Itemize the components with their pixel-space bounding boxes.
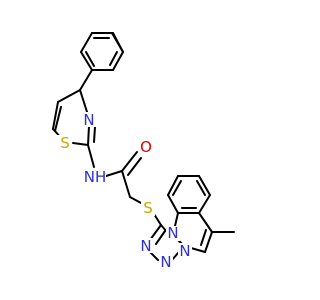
molecule-diagram: S N NH O S N N N N xyxy=(52,32,235,271)
bond xyxy=(80,51,93,71)
bond xyxy=(87,125,90,146)
bond xyxy=(87,144,95,168)
bond xyxy=(155,230,166,245)
bond xyxy=(79,89,89,116)
bond xyxy=(105,170,123,177)
bond xyxy=(80,32,93,53)
bond xyxy=(200,229,207,246)
atom-labels: S N NH O S N N N N xyxy=(57,111,192,271)
triazole-nitrogen-4-label: N xyxy=(179,242,190,260)
bond xyxy=(172,180,182,196)
bond xyxy=(79,69,93,91)
bond xyxy=(109,51,118,66)
bond xyxy=(167,175,179,196)
bond xyxy=(153,213,162,226)
bond xyxy=(198,194,211,214)
bond xyxy=(57,89,81,103)
bond xyxy=(121,151,138,172)
thiazole-sulfur-label: S xyxy=(60,134,70,152)
bond xyxy=(121,170,131,198)
amide-nh-label: NH xyxy=(84,168,107,186)
bond xyxy=(204,231,213,253)
bond xyxy=(85,51,95,67)
thioether-sulfur-label: S xyxy=(143,199,153,217)
bond xyxy=(196,180,206,196)
bond xyxy=(127,157,142,176)
bond xyxy=(149,251,159,261)
carbonyl-oxygen-label: O xyxy=(140,138,152,156)
bond xyxy=(198,212,213,233)
bond xyxy=(72,142,89,146)
bond xyxy=(54,106,62,132)
bond xyxy=(149,224,162,241)
triazole-nitrogen-2-label: N xyxy=(140,237,151,255)
bond xyxy=(112,32,124,53)
triazole-nitrogen-3-label: N xyxy=(160,253,171,271)
bond xyxy=(167,194,179,214)
bond xyxy=(198,175,211,196)
bond xyxy=(129,196,142,204)
bond xyxy=(52,101,59,130)
bond xyxy=(93,126,96,143)
thiazole-nitrogen-label: N xyxy=(83,111,94,129)
bond xyxy=(112,51,124,71)
triazole-nitrogen-1-label: N xyxy=(167,224,178,242)
structure-drawing: S N NH O S N N N N xyxy=(52,32,235,271)
bonds xyxy=(52,32,235,261)
bond xyxy=(174,212,179,227)
